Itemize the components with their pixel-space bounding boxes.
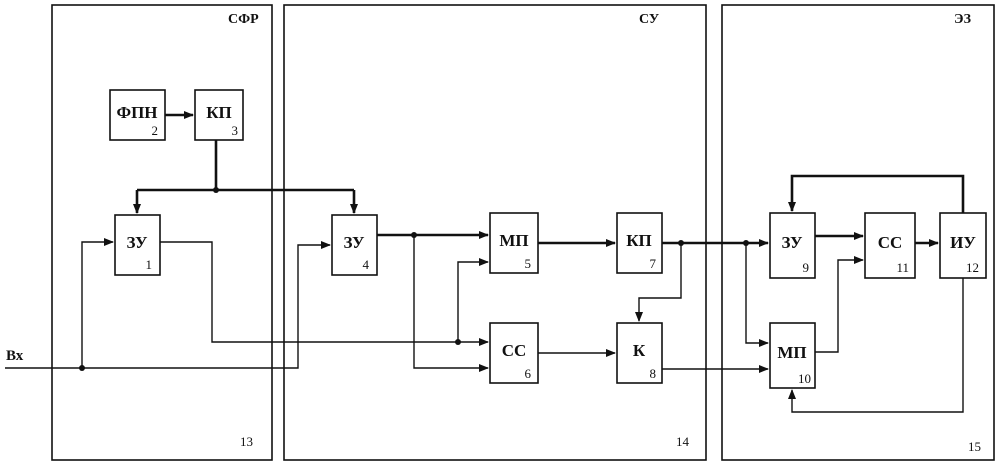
block-mp10-label: МП [777, 343, 806, 362]
block-zu9-label: ЗУ [781, 233, 803, 252]
wire-input-zu4 [5, 245, 330, 368]
wire-iu12-zu9 [792, 176, 963, 213]
block-cc6-number: 6 [525, 366, 532, 381]
block-cc11-label: СС [878, 233, 903, 252]
block-iu12-number: 12 [966, 260, 979, 275]
section-ez-title: ЭЗ [954, 12, 971, 27]
section-su-title: СУ [639, 12, 659, 27]
block-mp5: МП 5 [490, 213, 538, 273]
wire-zu4-cc6 [414, 235, 488, 368]
section-ez-number: 15 [968, 439, 981, 454]
wire-input-zu1 [82, 242, 113, 368]
block-cc11: СС 11 [865, 213, 915, 278]
section-sfr-frame [52, 5, 272, 460]
section-su-number: 14 [676, 434, 690, 449]
block-kp3-number: 3 [232, 123, 239, 138]
block-mp5-label: МП [499, 231, 528, 250]
block-zu1-number: 1 [146, 257, 153, 272]
block-kp7: КП 7 [617, 213, 662, 273]
block-mp10: МП 10 [770, 323, 815, 388]
block-kp3-label: КП [206, 103, 232, 122]
wire-kp7-mp10 [746, 243, 768, 343]
block-zu4-number: 4 [363, 257, 370, 272]
block-fpn2-label: ФПН [116, 103, 157, 122]
block-cc11-number: 11 [896, 260, 909, 275]
block-zu9: ЗУ 9 [770, 213, 815, 278]
block-kp7-label: КП [626, 231, 652, 250]
block-iu12-label: ИУ [950, 233, 976, 252]
block-zu4-label: ЗУ [343, 233, 365, 252]
block-mp5-number: 5 [525, 256, 532, 271]
block-k8-label: К [633, 341, 646, 360]
input-label: Вх [6, 348, 24, 364]
block-mp10-number: 10 [798, 371, 811, 386]
junction-zu1 [455, 339, 461, 345]
section-sfr-number: 13 [240, 434, 253, 449]
wire-zu1-mp5 [458, 262, 488, 342]
junction-kp3-bus [213, 187, 219, 193]
block-zu9-number: 9 [803, 260, 810, 275]
block-zu4: ЗУ 4 [332, 215, 377, 275]
block-iu12: ИУ 12 [940, 213, 986, 278]
block-zu1-label: ЗУ [126, 233, 148, 252]
junction-ez [743, 240, 749, 246]
section-sfr-title: СФР [228, 12, 259, 27]
block-cc6-label: СС [502, 341, 527, 360]
block-kp3: КП 3 [195, 90, 243, 140]
junction-input [79, 365, 85, 371]
block-kp7-number: 7 [650, 256, 657, 271]
junction-zu4 [411, 232, 417, 238]
block-zu1: ЗУ 1 [115, 215, 160, 275]
block-k8-number: 8 [650, 366, 657, 381]
block-k8: К 8 [617, 323, 662, 383]
section-sfr: СФР 13 [52, 5, 272, 460]
block-fpn2: ФПН 2 [110, 90, 165, 140]
block-fpn2-number: 2 [152, 123, 159, 138]
wire-zu1-cc6 [160, 242, 488, 342]
wire-mp10-cc11 [815, 260, 863, 352]
block-cc6: СС 6 [490, 323, 538, 383]
wire-iu12-mp10 [792, 278, 963, 412]
